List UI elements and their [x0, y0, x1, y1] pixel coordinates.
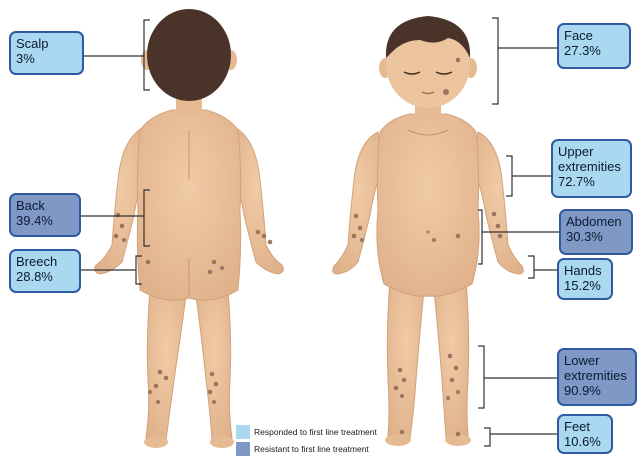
back-left-leg: [146, 290, 186, 440]
front-left-arm: [333, 132, 382, 274]
back-head-hair: [147, 9, 231, 101]
back-right-leg: [196, 290, 232, 440]
label-scalp-percent: 3%: [16, 51, 77, 66]
label-feet-percent: 10.6%: [564, 434, 606, 449]
back-right-foot: [210, 436, 234, 448]
label-lower-percent: 90.9%: [564, 383, 630, 398]
label-back-percent: 39.4%: [16, 213, 74, 228]
front-left-foot: [385, 434, 411, 446]
front-navel: [426, 230, 430, 234]
label-face-name: Face: [564, 28, 624, 43]
hands-bracket: [528, 256, 534, 278]
label-scalp: Scalp 3%: [9, 31, 84, 75]
label-upper-name-line2: extremities: [558, 159, 625, 174]
front-right-leg: [434, 280, 469, 438]
label-abdomen: Abdomen 30.3%: [559, 209, 633, 255]
label-abdomen-percent: 30.3%: [566, 229, 626, 244]
label-breech: Breech 28.8%: [9, 249, 81, 293]
label-lower-name-line1: Lower: [564, 353, 630, 368]
front-left-leg: [387, 280, 424, 438]
label-abdomen-name: Abdomen: [566, 214, 626, 229]
label-lower-name-line2: extremities: [564, 368, 630, 383]
label-face: Face 27.3%: [557, 23, 631, 69]
label-hands: Hands 15.2%: [557, 258, 613, 300]
label-face-percent: 27.3%: [564, 43, 624, 58]
front-torso: [377, 114, 479, 296]
label-back: Back 39.4%: [9, 193, 81, 237]
feet-bracket: [484, 428, 490, 446]
label-scalp-name: Scalp: [16, 36, 77, 51]
label-feet-name: Feet: [564, 419, 606, 434]
legend-resistant-label: Resistant to first line treatment: [254, 442, 369, 456]
label-hands-name: Hands: [564, 263, 606, 278]
label-lower-extremities: Lower extremities 90.9%: [557, 348, 637, 406]
legend-responded-swatch: [236, 425, 250, 439]
label-back-name: Back: [16, 198, 74, 213]
lower-bracket: [478, 346, 484, 408]
label-upper-percent: 72.7%: [558, 174, 625, 189]
label-upper-name-line1: Upper: [558, 144, 625, 159]
label-feet: Feet 10.6%: [557, 414, 613, 454]
label-breech-name: Breech: [16, 254, 74, 269]
child-front-view: [333, 16, 524, 446]
face-bracket: [492, 18, 498, 104]
back-left-foot: [144, 436, 168, 448]
legend-resistant-swatch: [236, 442, 250, 456]
legend-responded-label: Responded to first line treatment: [254, 425, 377, 439]
label-breech-percent: 28.8%: [16, 269, 74, 284]
label-upper-extremities: Upper extremities 72.7%: [551, 139, 632, 198]
label-hands-percent: 15.2%: [564, 278, 606, 293]
upper-bracket: [506, 156, 512, 196]
child-back-view: [95, 9, 284, 448]
